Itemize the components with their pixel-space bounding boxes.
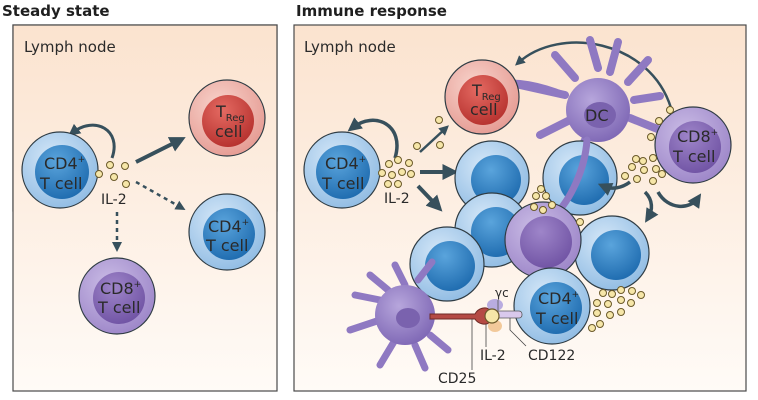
left-il2-label: IL-2	[101, 192, 127, 208]
right-arrow-to-treg	[419, 125, 449, 153]
right-cd8-cell: CD8+ T cell	[654, 106, 732, 184]
svg-text:TReg: TReg	[215, 102, 245, 124]
steady-state-title: Steady state	[2, 2, 110, 20]
gamma-c-subunit	[487, 299, 503, 311]
gamma-c-label: γc	[495, 286, 509, 300]
right-treg-cell: TReg cell	[444, 59, 520, 135]
cd25-label: CD25	[438, 371, 476, 387]
cluster-cd4-cell-4	[409, 226, 485, 302]
right-autocrine-arrow	[347, 117, 399, 159]
cluster-cd4-cell-1	[454, 140, 530, 216]
left-cd8-cell: CD8+ T cell	[78, 257, 156, 335]
cd122-receptor	[495, 310, 523, 319]
right-cd4-bottom-cell: CD4+ T cell	[513, 267, 591, 345]
svg-text:cell: cell	[470, 100, 498, 119]
il2-receptor-complex	[429, 299, 527, 370]
right-arrow-cd8-autocrine	[656, 191, 702, 209]
svg-text:TReg: TReg	[471, 81, 501, 103]
cluster-cd8-cell	[504, 201, 582, 279]
right-il2-label: IL-2	[384, 191, 410, 207]
right-arrow-cd8-down	[643, 190, 659, 223]
il2-receptor-label: IL-2	[480, 348, 506, 364]
right-bottom-dendritic-cell	[346, 258, 452, 372]
svg-text:cell: cell	[215, 122, 243, 141]
right-cd4-source-cell: CD4+ T cell	[303, 131, 381, 209]
svg-text:CD4+: CD4+	[325, 154, 366, 173]
svg-text:T cell: T cell	[205, 236, 248, 255]
svg-text:T cell: T cell	[97, 298, 140, 317]
left-lymph-node-label: Lymph node	[24, 38, 116, 56]
svg-text:T cell: T cell	[672, 147, 715, 166]
left-dashed-arrow-to-cd4	[135, 180, 186, 210]
cluster-cd4-cell-5	[574, 215, 650, 291]
left-arrow-to-treg	[135, 137, 186, 164]
cd122-label: CD122	[528, 348, 575, 364]
svg-text:CD4+: CD4+	[538, 289, 579, 308]
il2-molecule	[484, 308, 500, 324]
left-cd4-target-cell: CD4+ T cell	[188, 193, 266, 271]
dc-label: DC	[585, 106, 609, 125]
svg-text:CD4+: CD4+	[208, 217, 249, 236]
right-lymph-node-label: Lymph node	[304, 38, 396, 56]
left-cd4-source-cell: CD4+ T cell	[21, 131, 99, 209]
svg-text:T cell: T cell	[321, 174, 364, 193]
right-il2-dots-cluster	[530, 106, 674, 332]
svg-text:CD4+: CD4+	[44, 154, 85, 173]
right-arrow-down-to-cluster	[416, 184, 443, 212]
right-arc-arrow-cd8-to-treg	[515, 41, 673, 109]
svg-text:T cell: T cell	[535, 309, 578, 328]
svg-text:CD8+: CD8+	[677, 127, 718, 146]
right-il2-dots-source	[378, 116, 444, 188]
left-autocrine-arrow	[68, 123, 116, 159]
left-il2-dots	[95, 161, 130, 188]
cell-cluster	[409, 136, 650, 302]
svg-text:CD8+: CD8+	[100, 279, 141, 298]
immune-response-title: Immune response	[296, 2, 447, 20]
right-arrow-cd8-to-cluster	[597, 180, 632, 196]
right-dendritic-cell: DC	[499, 36, 664, 214]
left-treg-cell: TReg cell	[188, 79, 266, 157]
left-arrows	[68, 123, 186, 252]
svg-text:T cell: T cell	[39, 174, 82, 193]
